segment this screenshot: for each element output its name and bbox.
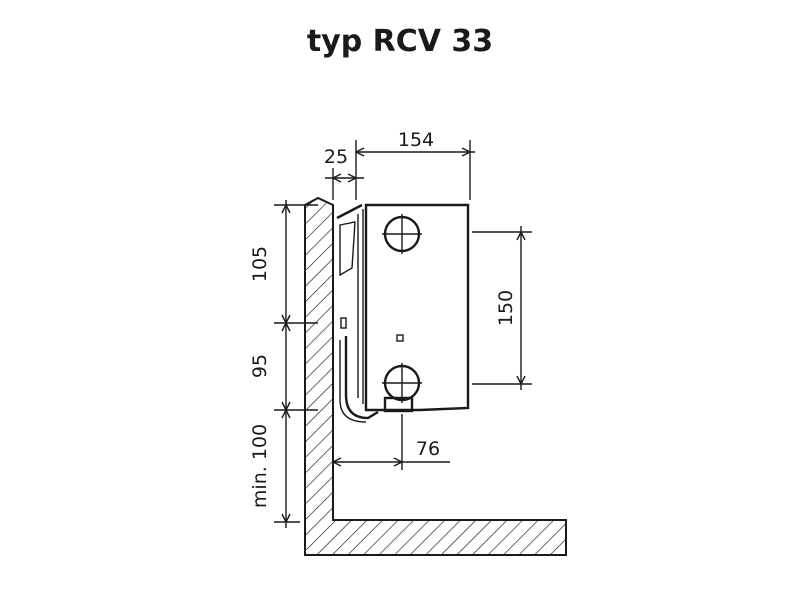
upper-connection-icon [382,214,422,254]
dimension-connection-spacing: 150 [472,226,532,390]
dimension-pipe-offset: 76 [331,414,450,470]
top-height-label: 105 [249,246,271,282]
radiator-body [357,203,470,413]
diagram-title: typ RCV 33 [306,24,494,59]
valve-block [383,396,414,413]
lower-connection-icon [382,363,422,403]
dimension-chain-left: 105 95 min. 100 [249,200,318,528]
dimension-wall-gap: 25 [324,146,364,200]
pipe-offset-label: 76 [416,438,440,460]
connection-pipe [344,336,379,420]
vent-point [396,334,404,342]
dimension-depth: 154 [354,129,475,200]
wall-gap-label: 25 [324,146,348,168]
wall-bracket [336,203,363,329]
depth-label: 154 [398,129,434,151]
connection-spacing-label: 150 [495,290,517,326]
floor-clearance-label: min. 100 [249,424,271,508]
middle-height-label: 95 [249,354,271,378]
wall-floor-section [304,196,567,556]
